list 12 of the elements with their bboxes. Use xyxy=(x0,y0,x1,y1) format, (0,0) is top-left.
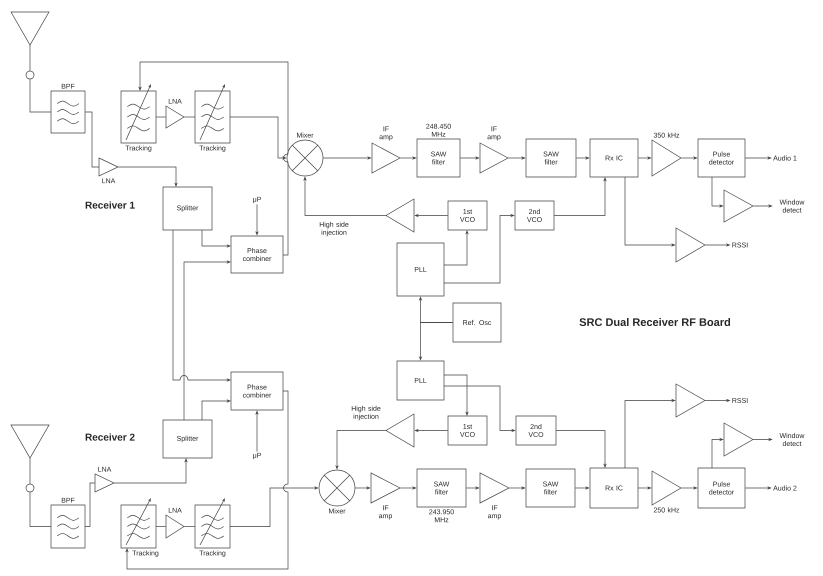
connector-line xyxy=(84,482,95,527)
connector-line xyxy=(184,526,196,527)
connector-line xyxy=(30,79,52,112)
diagram-title: SRC Dual Receiver RF Board xyxy=(580,318,730,326)
connector-line xyxy=(85,112,100,168)
arrow xyxy=(125,390,288,570)
section-label: Receiver 1 xyxy=(86,201,135,209)
section-label: Receiver 2 xyxy=(86,433,135,441)
connector-line xyxy=(156,116,166,118)
connector-line xyxy=(184,116,196,118)
connector-line xyxy=(30,492,52,527)
connector-line xyxy=(156,526,166,527)
